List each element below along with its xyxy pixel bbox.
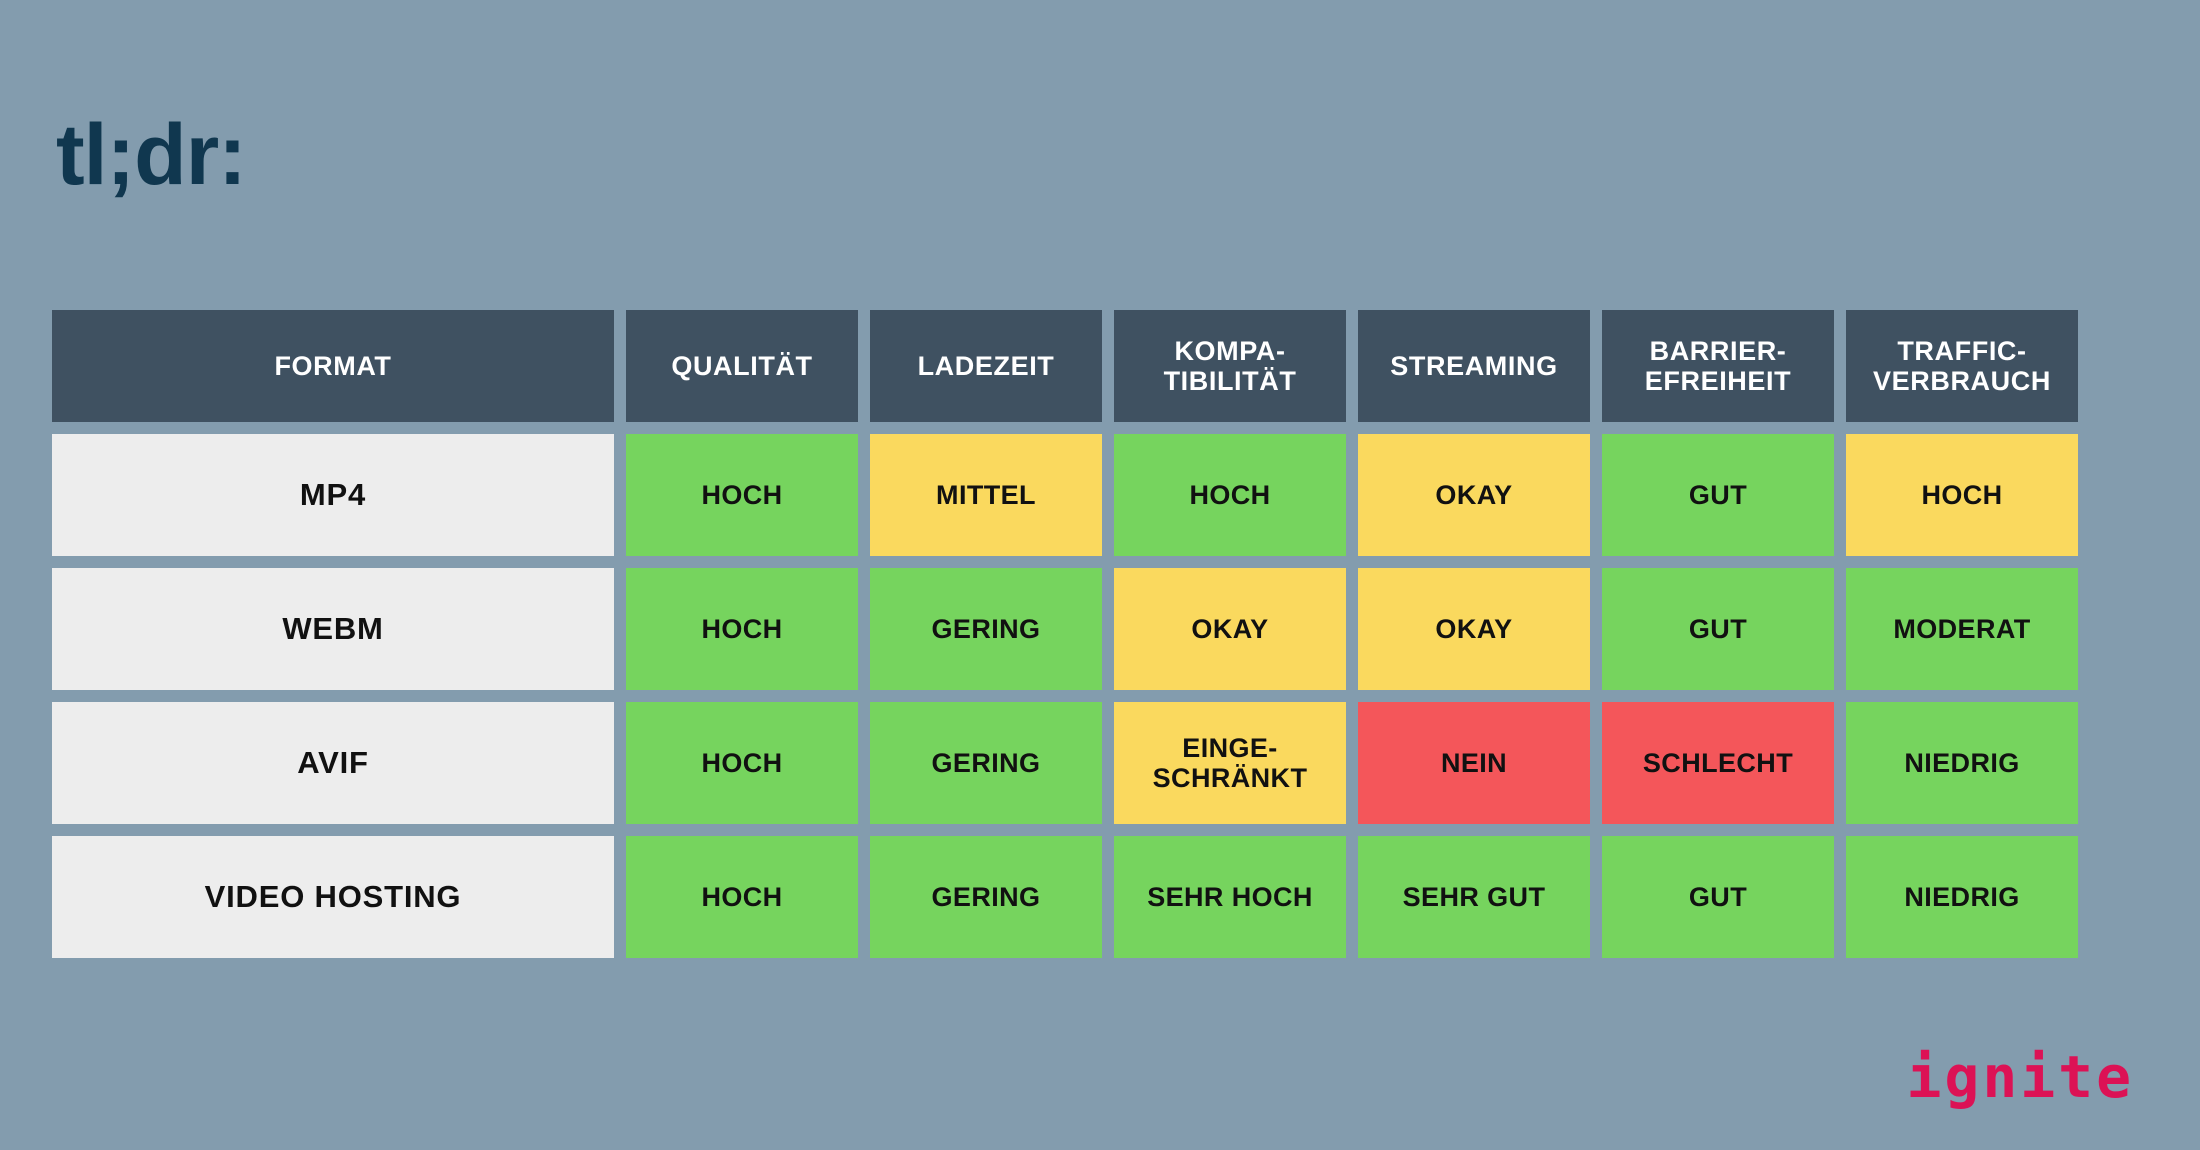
value-cell-avif-traffic-verbrauch: NIEDRIG (1846, 702, 2078, 824)
column-header-kompa-tibilit-t: KOMPA-TIBILITÄT (1114, 310, 1346, 422)
value-cell-avif-streaming: NEIN (1358, 702, 1590, 824)
value-cell-video-hosting-streaming: SEHR GUT (1358, 836, 1590, 958)
value-cell-avif-barrier-efreiheit: SCHLECHT (1602, 702, 1834, 824)
value-cell-avif-ladezeit: GERING (870, 702, 1102, 824)
value-cell-mp4-kompa-tibilit-t: HOCH (1114, 434, 1346, 556)
value-cell-mp4-streaming: OKAY (1358, 434, 1590, 556)
column-header-format: FORMAT (52, 310, 614, 422)
format-cell-video-hosting: VIDEO HOSTING (52, 836, 614, 958)
value-cell-mp4-qualit-t: HOCH (626, 434, 858, 556)
value-cell-video-hosting-ladezeit: GERING (870, 836, 1102, 958)
format-cell-avif: AVIF (52, 702, 614, 824)
page-title: tl;dr: (56, 107, 247, 203)
column-header-streaming: STREAMING (1358, 310, 1590, 422)
value-cell-webm-barrier-efreiheit: GUT (1602, 568, 1834, 690)
format-cell-mp4: MP4 (52, 434, 614, 556)
value-cell-webm-streaming: OKAY (1358, 568, 1590, 690)
value-cell-webm-qualit-t: HOCH (626, 568, 858, 690)
value-cell-video-hosting-kompa-tibilit-t: SEHR HOCH (1114, 836, 1346, 958)
column-header-barrier-efreiheit: BARRIER-EFREIHEIT (1602, 310, 1834, 422)
value-cell-mp4-ladezeit: MITTEL (870, 434, 1102, 556)
value-cell-webm-ladezeit: GERING (870, 568, 1102, 690)
value-cell-avif-kompa-tibilit-t: EINGE-SCHRÄNKT (1114, 702, 1346, 824)
value-cell-webm-kompa-tibilit-t: OKAY (1114, 568, 1346, 690)
column-header-ladezeit: LADEZEIT (870, 310, 1102, 422)
format-cell-webm: WEBM (52, 568, 614, 690)
column-header-traffic-verbrauch: TRAFFIC-VERBRAUCH (1846, 310, 2078, 422)
ignite-logo: ignite (1906, 1043, 2134, 1111)
column-header-qualit-t: QUALITÄT (626, 310, 858, 422)
value-cell-avif-qualit-t: HOCH (626, 702, 858, 824)
value-cell-mp4-barrier-efreiheit: GUT (1602, 434, 1834, 556)
value-cell-mp4-traffic-verbrauch: HOCH (1846, 434, 2078, 556)
value-cell-webm-traffic-verbrauch: MODERAT (1846, 568, 2078, 690)
value-cell-video-hosting-barrier-efreiheit: GUT (1602, 836, 1834, 958)
value-cell-video-hosting-qualit-t: HOCH (626, 836, 858, 958)
value-cell-video-hosting-traffic-verbrauch: NIEDRIG (1846, 836, 2078, 958)
